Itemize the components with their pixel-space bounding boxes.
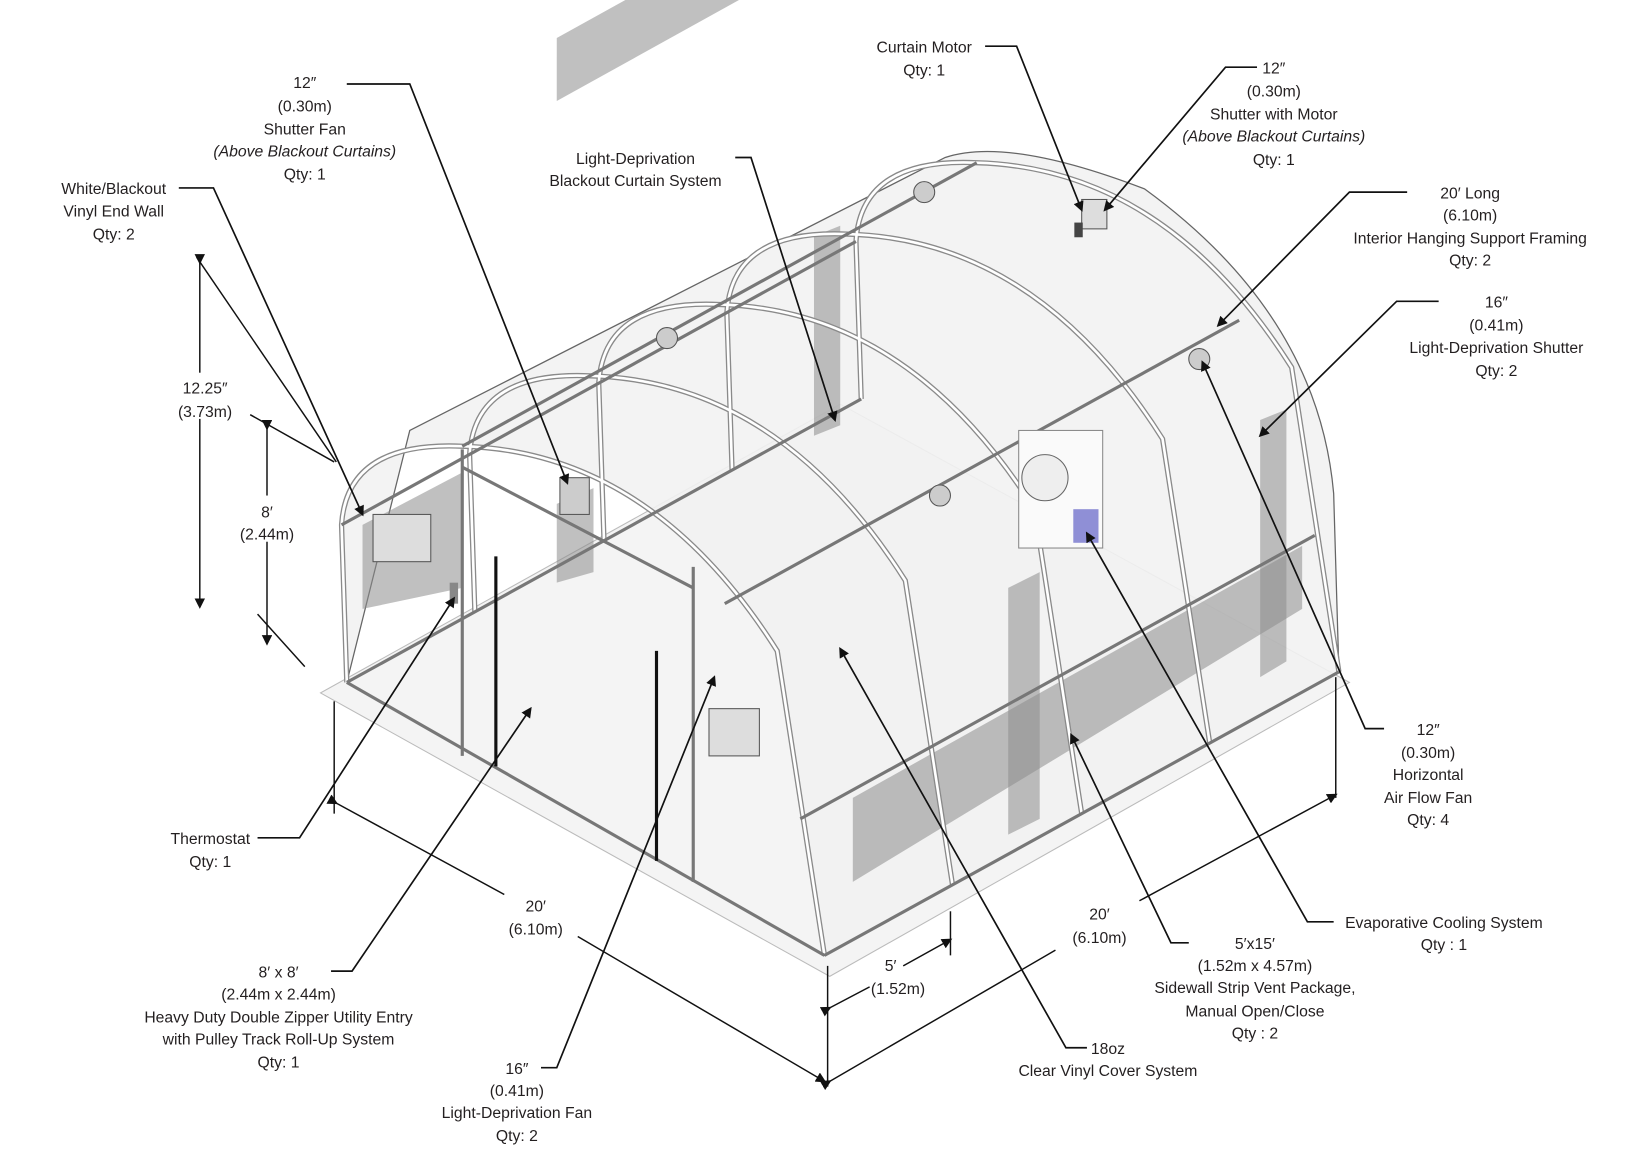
label-text: (3.73m) xyxy=(178,404,232,421)
shutter-with-motor xyxy=(1081,198,1108,230)
label-blackout-curtain: Light-Deprivation Blackout Curtain Syste… xyxy=(549,151,721,190)
label-ld-fan: 16″ (0.41m) Light-Deprivation Fan Qty: 2 xyxy=(442,1061,592,1145)
label-text: (0.41m) xyxy=(1469,318,1523,335)
label-hoop-spacing: 5′ (1.52m) xyxy=(871,958,925,998)
label-width-front: 20′ (6.10m) xyxy=(509,898,563,938)
label-text: (Above Blackout Curtains) xyxy=(1182,129,1365,146)
label-text: Shutter Fan xyxy=(264,121,346,138)
label-curtain-motor: Curtain Motor Qty: 1 xyxy=(877,39,972,79)
label-text: (0.30m) xyxy=(278,98,332,115)
label-text: (0.30m) xyxy=(1401,745,1455,762)
haf-fan xyxy=(1188,348,1211,371)
label-text: Qty : 1 xyxy=(1421,937,1467,954)
label-text: Air Flow Fan xyxy=(1384,790,1472,807)
label-text: (Above Blackout Curtains) xyxy=(213,143,396,160)
label-text: Qty: 1 xyxy=(1253,152,1295,169)
label-entry: 8′ x 8′ (2.44m x 2.44m) Heavy Duty Doubl… xyxy=(144,964,413,1071)
label-text: with Pulley Track Roll-Up System xyxy=(162,1032,395,1049)
curtain-panel xyxy=(1260,409,1287,678)
evaporative-cooler xyxy=(1018,429,1104,549)
label-height-total: 12.25″ (3.73m) xyxy=(168,372,246,421)
label-text: 5′x15′ xyxy=(1235,936,1275,953)
label-text: Qty: 1 xyxy=(284,167,326,184)
dimension-lines xyxy=(194,254,1338,1091)
label-text: (1.52m) xyxy=(871,981,925,998)
label-support-framing: 20′ Long (6.10m) Interior Hanging Suppor… xyxy=(1353,185,1587,269)
label-evap-cooling: Evaporative Cooling System Qty : 1 xyxy=(1345,915,1543,954)
greenhouse-illustration xyxy=(319,0,1351,977)
label-text: Qty: 1 xyxy=(903,63,945,80)
haf-fan xyxy=(655,327,679,350)
label-text: Light-Deprivation xyxy=(576,151,695,168)
label-text: Qty: 2 xyxy=(1449,253,1491,270)
label-text: 12.25″ xyxy=(183,381,228,398)
label-text: Qty: 2 xyxy=(496,1128,538,1145)
label-text: (0.41m) xyxy=(490,1083,544,1100)
label-text: Manual Open/Close xyxy=(1185,1003,1324,1020)
label-haf-fan: 12″ (0.30m) Horizontal Air Flow Fan Qty:… xyxy=(1384,722,1472,829)
curtain-panel xyxy=(813,225,841,436)
label-text: Curtain Motor xyxy=(877,39,972,56)
label-text: 20′ xyxy=(526,898,547,915)
label-text: 16″ xyxy=(505,1061,529,1078)
label-text: Qty: 1 xyxy=(258,1055,300,1072)
label-text: Qty: 4 xyxy=(1407,812,1449,829)
label-text: 5′ xyxy=(885,958,897,975)
label-text: Light-Deprivation Fan xyxy=(442,1105,592,1122)
label-height-side: 8′ (2.44m) xyxy=(233,495,303,544)
label-text: 8′ xyxy=(261,505,273,522)
label-text: 8′ x 8′ xyxy=(259,964,299,981)
label-text: (2.44m) xyxy=(240,527,294,544)
label-text: 20′ xyxy=(1089,907,1110,924)
label-ld-shutter: 16″ (0.41m) Light-Deprivation Shutter Qt… xyxy=(1409,295,1583,380)
blackout-curtain xyxy=(556,0,830,102)
ld-fan-right xyxy=(708,708,760,757)
thermostat xyxy=(449,582,459,604)
label-text: Shutter with Motor xyxy=(1210,107,1338,124)
label-end-wall: White/Blackout Vinyl End Wall Qty: 2 xyxy=(61,181,167,243)
label-text: (2.44m x 2.44m) xyxy=(221,986,336,1003)
label-text: (6.10m) xyxy=(1072,930,1126,947)
curtain-panel xyxy=(1008,572,1040,835)
label-text: 12″ xyxy=(1262,60,1286,77)
label-text: Clear Vinyl Cover System xyxy=(1018,1063,1197,1080)
label-text: Evaporative Cooling System xyxy=(1345,915,1543,932)
label-strip-vent: 5′x15′ (1.52m x 4.57m) Sidewall Strip Ve… xyxy=(1154,936,1355,1042)
label-text: Sidewall Strip Vent Package, xyxy=(1154,980,1355,997)
curtain-motor xyxy=(1074,222,1083,238)
label-length-side: 20′ (6.10m) xyxy=(1072,907,1126,947)
label-vinyl-cover: 18oz Clear Vinyl Cover System xyxy=(1018,1041,1197,1080)
label-text: Horizontal xyxy=(1393,767,1464,784)
label-text: Qty: 2 xyxy=(1475,363,1517,380)
label-text: 20′ Long xyxy=(1440,185,1500,202)
label-text: 12″ xyxy=(293,75,317,92)
label-text: White/Blackout xyxy=(61,181,167,198)
label-text: (0.30m) xyxy=(1247,84,1301,101)
haf-fan xyxy=(913,181,936,204)
label-thermostat: Thermostat Qty: 1 xyxy=(171,831,251,871)
shutter-fan xyxy=(559,477,590,515)
label-text: Qty : 2 xyxy=(1232,1025,1278,1042)
label-text: (6.10m) xyxy=(1443,207,1497,224)
label-text: (6.10m) xyxy=(509,921,563,938)
label-text: 16″ xyxy=(1485,295,1509,312)
label-text: Thermostat xyxy=(171,831,251,848)
label-text: 18oz xyxy=(1091,1041,1125,1058)
haf-fan xyxy=(928,484,951,507)
label-text: Qty: 1 xyxy=(189,854,231,871)
leader-lines xyxy=(178,45,1439,1069)
label-shutter-with-motor: 12″ (0.30m) Shutter with Motor (Above Bl… xyxy=(1182,60,1365,168)
label-text: 12″ xyxy=(1417,722,1441,739)
label-text: Light-Deprivation Shutter xyxy=(1409,340,1583,357)
end-wall-frame xyxy=(346,449,826,957)
ld-fan-left xyxy=(372,513,432,563)
label-text: Heavy Duty Double Zipper Utility Entry xyxy=(144,1010,413,1027)
label-shutter-fan: 12″ (0.30m) Shutter Fan (Above Blackout … xyxy=(213,75,396,183)
label-text: Vinyl End Wall xyxy=(63,203,164,220)
label-text: Interior Hanging Support Framing xyxy=(1353,231,1587,248)
label-text: Qty: 2 xyxy=(93,226,135,243)
label-text: (1.52m x 4.57m) xyxy=(1198,958,1313,975)
label-text: Blackout Curtain System xyxy=(549,173,721,190)
hoops xyxy=(338,159,1342,956)
